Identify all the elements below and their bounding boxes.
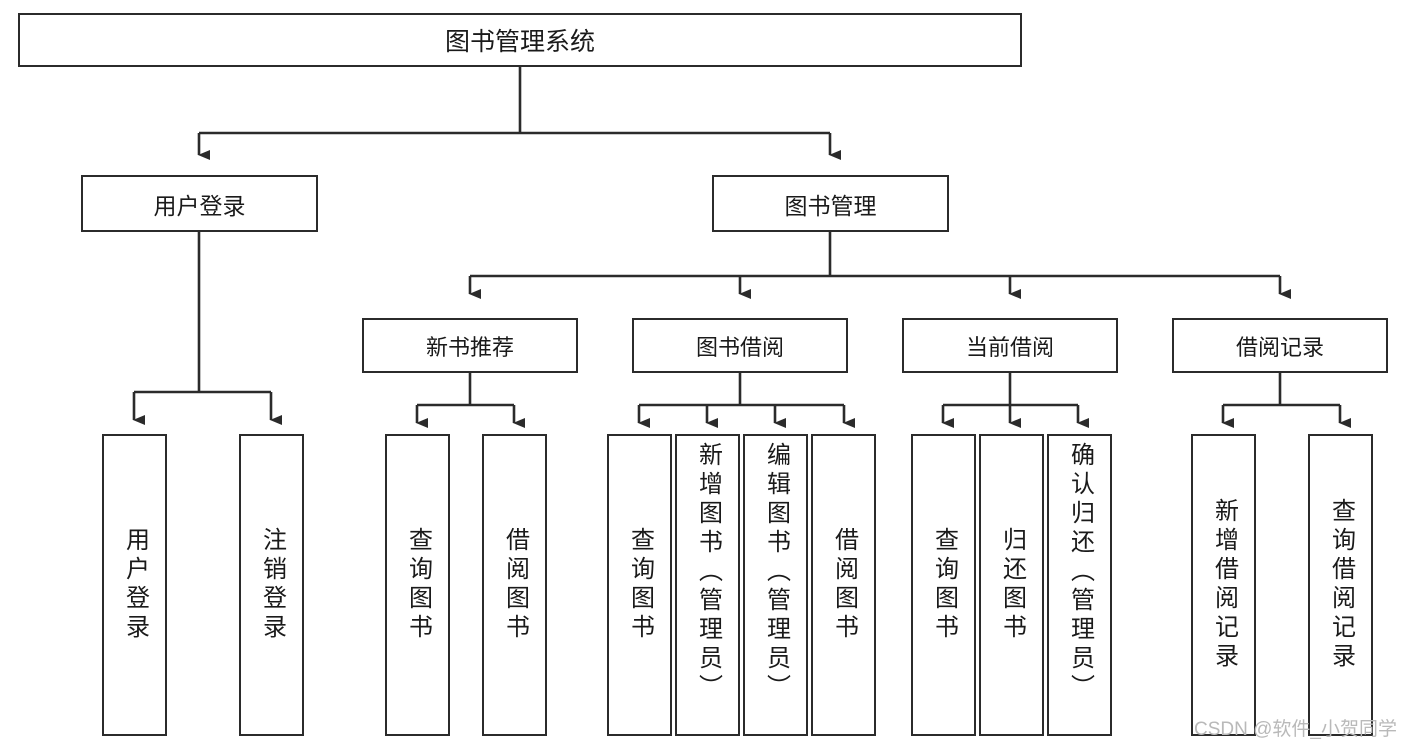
node-label: 新书推荐 — [425, 334, 514, 360]
leaf-current-confirm-return-admin[interactable]: 确认归还（管理员） — [1047, 434, 1112, 736]
node-book-borrow[interactable]: 图书借阅 — [632, 318, 848, 373]
node-label: 用户登录 — [153, 192, 246, 219]
node-label: 当前借阅 — [965, 334, 1054, 360]
node-label: 新增借阅记录 — [1210, 498, 1238, 672]
leaf-record-query-record[interactable]: 查询借阅记录 — [1308, 434, 1373, 736]
node-label: 新增图书（管理员） — [694, 442, 722, 703]
node-label: 查询图书 — [404, 527, 432, 643]
node-label: 图书管理 — [784, 192, 877, 219]
node-label: 用户登录 — [121, 527, 149, 643]
node-label: 借阅记录 — [1235, 334, 1324, 360]
node-label: 查询借阅记录 — [1327, 498, 1355, 672]
node-label: 注销登录 — [258, 527, 286, 643]
node-root-system[interactable]: 图书管理系统 — [18, 13, 1022, 67]
leaf-borrow-add-book-admin[interactable]: 新增图书（管理员） — [675, 434, 740, 736]
leaf-record-add-record[interactable]: 新增借阅记录 — [1191, 434, 1256, 736]
node-label: 查询图书 — [930, 527, 958, 643]
node-label: 编辑图书（管理员） — [762, 442, 790, 703]
node-label: 确认归还（管理员） — [1066, 442, 1094, 703]
leaf-borrow-edit-book-admin[interactable]: 编辑图书（管理员） — [743, 434, 808, 736]
node-label: 借阅图书 — [501, 527, 529, 643]
node-current-borrow[interactable]: 当前借阅 — [902, 318, 1118, 373]
node-label: 图书管理系统 — [444, 28, 595, 56]
node-user-login[interactable]: 用户登录 — [81, 175, 318, 232]
node-label: 归还图书 — [998, 527, 1026, 643]
node-label: 图书借阅 — [695, 334, 784, 360]
node-new-book-recommend[interactable]: 新书推荐 — [362, 318, 578, 373]
node-book-management[interactable]: 图书管理 — [712, 175, 949, 232]
leaf-user-login-signout[interactable]: 注销登录 — [239, 434, 304, 736]
watermark-text: CSDN @软件_小贺同学 — [1194, 719, 1397, 740]
node-borrow-record[interactable]: 借阅记录 — [1172, 318, 1388, 373]
leaf-recommend-query-book[interactable]: 查询图书 — [385, 434, 450, 736]
leaf-current-query-book[interactable]: 查询图书 — [911, 434, 976, 736]
leaf-borrow-borrow-book[interactable]: 借阅图书 — [811, 434, 876, 736]
leaf-current-return-book[interactable]: 归还图书 — [979, 434, 1044, 736]
leaf-borrow-query-book[interactable]: 查询图书 — [607, 434, 672, 736]
node-label: 查询图书 — [626, 527, 654, 643]
node-label: 借阅图书 — [830, 527, 858, 643]
leaf-user-login-signin[interactable]: 用户登录 — [102, 434, 167, 736]
leaf-recommend-borrow-book[interactable]: 借阅图书 — [482, 434, 547, 736]
